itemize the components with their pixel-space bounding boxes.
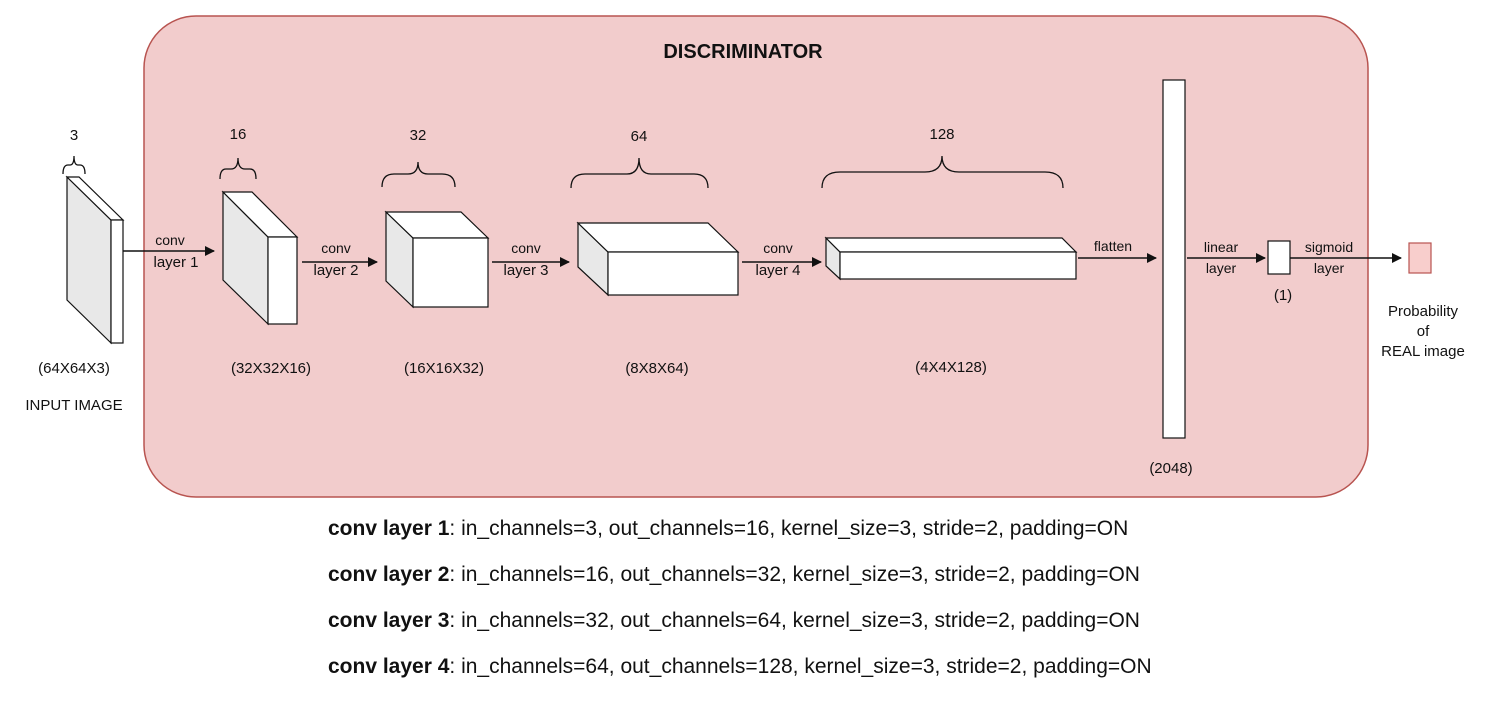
discriminator-panel: [143, 15, 1369, 498]
note-layer-name: conv layer 1: [328, 517, 450, 540]
conv1-arrow-label-bottom: layer 1: [153, 254, 198, 271]
conv1-channel-brace: [219, 157, 257, 180]
note-conv-layer-2: conv layer 2: in_channels=16, out_channe…: [328, 558, 1152, 604]
note-layer-name: conv layer 4: [328, 655, 450, 678]
conv2-arrow-label-bottom: layer 2: [313, 262, 358, 279]
output-probability-box: [1408, 242, 1432, 274]
output-label-line1: Probability: [1388, 303, 1459, 320]
conv3-channel-brace: [570, 157, 709, 189]
note-conv-layer-1: conv layer 1: in_channels=3, out_channel…: [328, 512, 1152, 558]
conv4-channel-label: 128: [929, 126, 954, 143]
linear-output-node: [1267, 240, 1291, 275]
linear-arrow-label-bottom: layer: [1206, 260, 1237, 276]
input-channel-label: 3: [70, 127, 78, 144]
input-block: [65, 175, 125, 345]
note-conv-layer-3: conv layer 3: in_channels=32, out_channe…: [328, 604, 1152, 650]
note-layer-params: : in_channels=64, out_channels=128, kern…: [449, 655, 1152, 678]
input-image-label: INPUT IMAGE: [25, 397, 122, 414]
conv4-output-block: [824, 236, 1078, 281]
conv3-arrow-label-top: conv: [511, 240, 541, 256]
conv2-arrow-label-top: conv: [321, 240, 351, 256]
conv3-channel-label: 64: [631, 128, 648, 145]
conv4-channel-brace: [821, 155, 1064, 189]
conv2-dims-label: (16X16X32): [404, 360, 484, 377]
conv1-arrow-label-top: conv: [155, 232, 185, 248]
conv1-dims-label: (32X32X16): [231, 360, 311, 377]
note-layer-params: : in_channels=3, out_channels=16, kernel…: [449, 517, 1129, 540]
conv1-channel-label: 16: [230, 126, 247, 143]
flatten-vector: [1162, 79, 1186, 439]
note-layer-name: conv layer 2: [328, 563, 450, 586]
conv2-channel-brace: [381, 161, 456, 188]
conv4-arrow-label-bottom: layer 4: [755, 262, 800, 279]
linear-arrow-label-top: linear: [1204, 239, 1239, 255]
conv3-dims-label: (8X8X64): [625, 360, 688, 377]
flatten-arrow-label: flatten: [1094, 238, 1132, 254]
layer-notes: conv layer 1: in_channels=3, out_channel…: [328, 512, 1152, 696]
output-label-line2: of: [1417, 323, 1430, 340]
conv4-arrow-label-top: conv: [763, 240, 793, 256]
note-conv-layer-4: conv layer 4: in_channels=64, out_channe…: [328, 650, 1152, 696]
note-layer-name: conv layer 3: [328, 609, 450, 632]
note-layer-params: : in_channels=16, out_channels=32, kerne…: [449, 563, 1140, 586]
diagram-title: DISCRIMINATOR: [663, 41, 823, 63]
conv3-arrow-label-bottom: layer 3: [503, 262, 548, 279]
sigmoid-arrow-label-top: sigmoid: [1305, 239, 1353, 255]
linear-dims-label: (1): [1274, 287, 1292, 304]
input-channel-brace: [62, 155, 86, 175]
conv4-dims-label: (4X4X128): [915, 359, 987, 376]
conv2-output-block: [384, 210, 490, 309]
input-dims-label: (64X64X3): [38, 360, 110, 377]
conv1-output-block: [221, 190, 299, 326]
sigmoid-arrow-label-bottom: layer: [1314, 260, 1345, 276]
conv3-output-block: [576, 221, 740, 297]
note-layer-params: : in_channels=32, out_channels=64, kerne…: [449, 609, 1140, 632]
output-label-line3: REAL image: [1381, 343, 1465, 360]
conv2-channel-label: 32: [410, 127, 427, 144]
flatten-dims-label: (2048): [1149, 460, 1192, 477]
